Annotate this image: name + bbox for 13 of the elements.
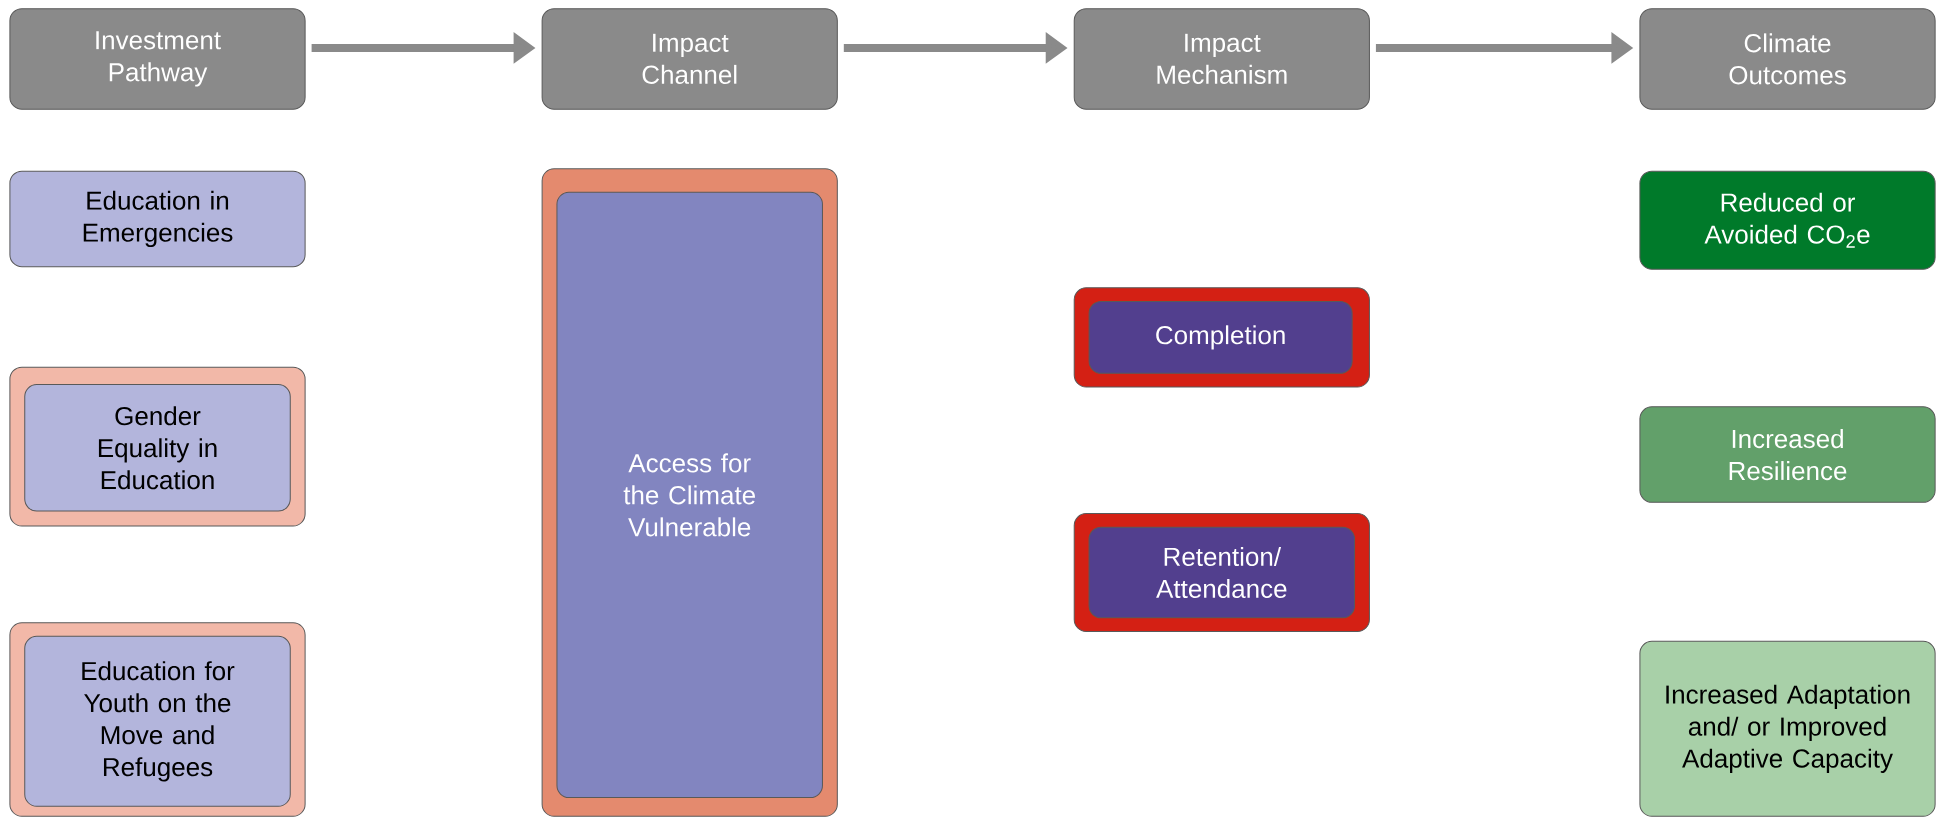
outcome-box: Increased Resilience [1639, 406, 1936, 503]
header-box: Climate Outcomes [1639, 8, 1936, 110]
pathway-box: Gender Equality in Education [24, 384, 291, 512]
header-box: Impact Channel [541, 8, 838, 110]
outcome-box: Increased Adaptation and/ or Improved Adaptive Capacity [1639, 640, 1936, 817]
header-box: Investment Pathway [9, 8, 306, 110]
outcome-box: Reduced or Avoided CO$_{2}$e [1639, 170, 1936, 270]
mechanism-box: Retention/ Attendance [1088, 526, 1356, 619]
pathway-box: Education for Youth on the Move and Refugees [24, 635, 291, 807]
pathway-box: Education in Emergencies [9, 170, 306, 268]
mechanism-box: Completion [1088, 300, 1353, 374]
channel-box: Access for the Climate Vulnerable [556, 191, 823, 799]
header-box: Impact Mechanism [1073, 8, 1370, 110]
